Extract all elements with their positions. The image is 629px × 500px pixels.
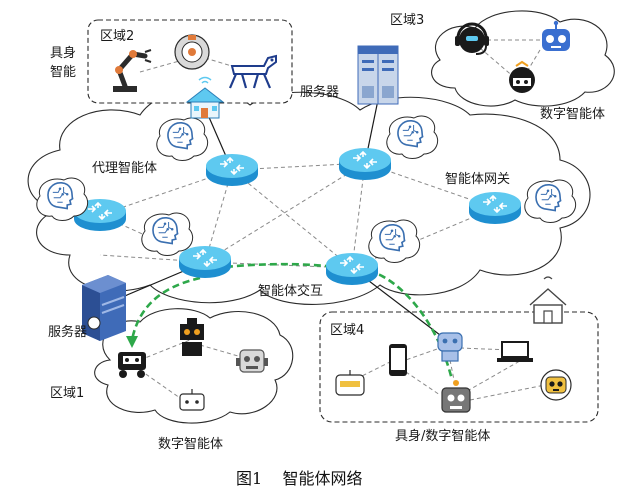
router-icon-interaction (325, 252, 379, 286)
robot-dog-icon (228, 54, 277, 89)
region4-box (319, 311, 599, 423)
router-icon-gateway (468, 191, 522, 225)
interaction-path-right (214, 262, 454, 381)
robot-icon-bluehead (437, 332, 463, 362)
embodied-intelligence-label-line1: 具身 (50, 45, 76, 61)
figure-caption: 图1 智能体网络 (236, 469, 363, 488)
robot-icon-small (179, 389, 205, 411)
ai-head-icon-2 (386, 115, 439, 159)
region4-label: 区域4 (330, 323, 364, 338)
smartphone-icon (389, 344, 407, 376)
robot-icon-boxy (180, 318, 204, 356)
ai-head-icon-4 (524, 179, 577, 223)
interaction-path-left (130, 276, 201, 341)
robot-icon-toaster (335, 370, 365, 396)
server-rack-icon-top (357, 45, 399, 105)
region1-label: 区域1 (50, 386, 84, 401)
robot-icon-wheeled (118, 352, 146, 378)
embodied-intelligence-label-line2: 智能 (50, 65, 76, 80)
robot-arm-icon (113, 49, 152, 92)
router-icon-center (338, 147, 392, 181)
agent-interaction-label: 智能体交互 (258, 283, 323, 299)
digital-agent-top-label: 数字智能体 (540, 107, 605, 122)
server-rack-icon-left (82, 275, 126, 341)
region2-label: 区域2 (100, 29, 134, 44)
robot-face-icon-dark (509, 60, 535, 93)
server-top-label: 服务器 (300, 84, 339, 100)
robot-icon-yellow (540, 369, 572, 401)
embodied-digital-agent-label: 具身/数字智能体 (395, 428, 490, 444)
robot-icon-greyhead (441, 380, 471, 413)
house-icon (185, 76, 225, 119)
ai-head-icon-3 (36, 177, 89, 221)
router-icon-proxy (205, 153, 259, 187)
proxy-agent-label: 代理智能体 (92, 161, 157, 176)
interaction-arrowhead-left (126, 336, 138, 348)
digital-agent-bottom-label: 数字智能体 (158, 437, 223, 452)
robot-icon-grey (236, 349, 268, 373)
server-left-label: 服务器 (48, 324, 87, 340)
house-outline-icon (529, 276, 567, 324)
ai-head-icon-1 (156, 117, 209, 161)
agent-gateway-label: 智能体网关 (445, 172, 510, 187)
laptop-icon (497, 341, 533, 362)
ai-head-icon-5 (141, 212, 194, 256)
robot-head-icon-blue (542, 20, 570, 51)
router-icon-bottom-left (178, 245, 232, 279)
headset-agent-icon (455, 22, 489, 55)
ai-head-icon-6 (368, 219, 421, 263)
region1-cloud (94, 308, 294, 424)
region3-label: 区域3 (390, 13, 424, 28)
robot-vacuum-icon (174, 34, 210, 70)
